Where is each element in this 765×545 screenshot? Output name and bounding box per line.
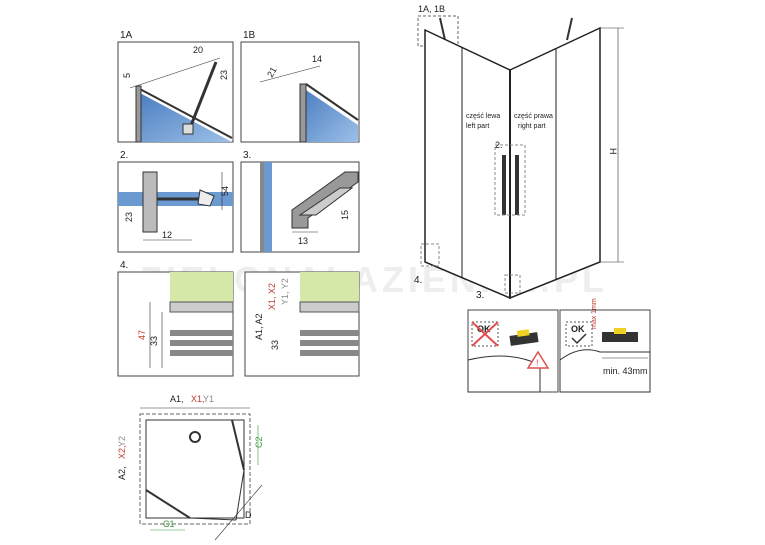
right-part-pl: część prawa	[514, 113, 553, 120]
panel-1a-label: 1A	[120, 30, 133, 41]
panel-3-label: 3.	[243, 150, 251, 161]
dim-33b: 33	[270, 340, 280, 350]
panel-4b: A1, A2 X1, X2 Y1, Y2 33	[244, 271, 360, 377]
ok-bad-text: OK	[477, 324, 491, 334]
check-icon	[571, 333, 587, 345]
dim-13: 13	[298, 236, 308, 246]
plan-view: A1, X1, Y1 A2, X2, Y2 C1 C2 D	[117, 394, 264, 541]
dim-15: 15	[340, 210, 350, 220]
height-h: H	[608, 148, 618, 155]
left-part-en: left part	[466, 123, 489, 130]
dim-54: 54	[220, 186, 230, 196]
support-bar	[188, 61, 218, 129]
warning-icon	[526, 350, 550, 369]
plan-left-x: X2,	[117, 445, 127, 459]
panel-4: 4. 47 33	[117, 260, 234, 377]
svg-text:!: !	[536, 358, 539, 368]
panel-3: 3. 13 15	[240, 150, 360, 253]
dim-23b: 23	[124, 212, 134, 222]
main-2-label: 2.	[495, 140, 503, 150]
plan-left-y: Y2	[117, 436, 127, 447]
panel-1b-label: 1B	[243, 30, 256, 41]
dim-a1-a2: A1, A2	[254, 313, 264, 340]
plan-top-a: A1,	[170, 394, 184, 404]
shower-perspective: 1A, 1B 2. część lewa left part część pra…	[414, 4, 624, 301]
plan-c2: C2	[254, 436, 264, 448]
dim-y1-y2: Y1, Y2	[280, 278, 290, 305]
level-check: OK ! OK max 1mm min. 43mm	[467, 298, 651, 393]
dim-5: 5	[122, 73, 132, 78]
min-43mm: min. 43mm	[603, 366, 648, 376]
panel-1b: 1B 14 21	[240, 30, 360, 143]
plan-top-x: X1,	[191, 394, 205, 404]
right-panel	[509, 26, 601, 300]
dim-23: 23	[219, 70, 229, 80]
dim-x1-x2: X1, X2	[267, 283, 277, 310]
left-part-pl: część lewa	[466, 113, 500, 120]
dim-20: 20	[193, 45, 203, 55]
plan-top-y: Y1	[203, 394, 214, 404]
left-panel	[424, 28, 511, 300]
main-4-label: 4.	[414, 275, 422, 286]
glass-pane	[138, 92, 232, 142]
dim-21: 21	[265, 65, 279, 79]
ok-good-text: OK	[571, 324, 585, 334]
plan-left-a: A2,	[117, 466, 127, 480]
panel-1a: 1A 20 5 23	[117, 30, 234, 143]
plan-d: D	[245, 510, 252, 520]
main-3-label: 3.	[476, 290, 484, 301]
dim-47: 47	[137, 330, 147, 340]
panel-2-label: 2.	[120, 150, 128, 161]
right-part-en: right part	[518, 123, 546, 130]
main-1ab-label: 1A, 1B	[418, 4, 445, 14]
dim-33: 33	[149, 336, 159, 346]
panel-4-label: 4.	[120, 260, 128, 271]
dim-12: 12	[162, 230, 172, 240]
dim-14: 14	[312, 54, 322, 64]
plan-c1: C1	[163, 519, 175, 529]
panel-2: 2. 54 23 12	[117, 150, 234, 253]
drain-icon	[189, 431, 201, 443]
max-1mm: max 1mm	[591, 298, 598, 329]
